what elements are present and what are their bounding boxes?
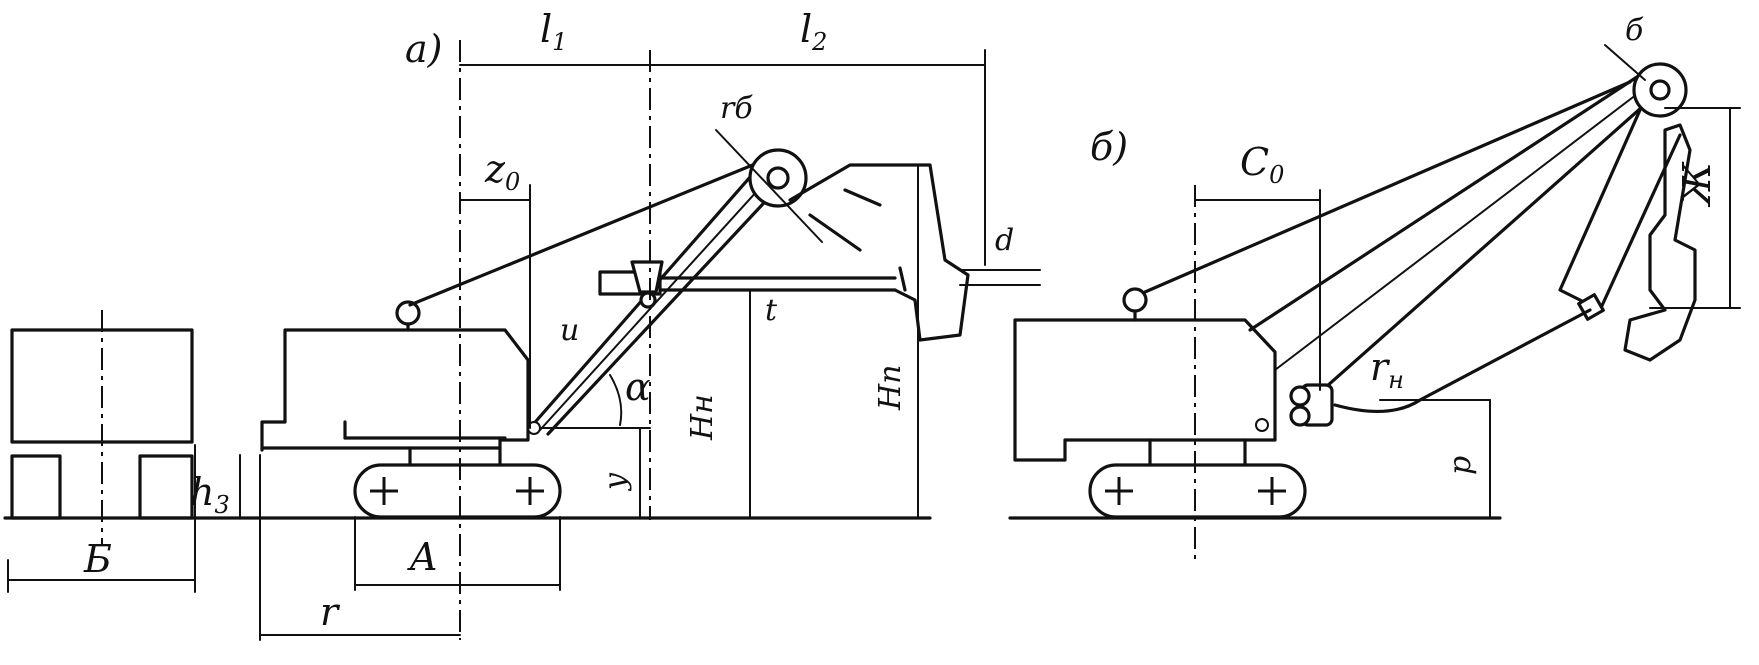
excavator-b-body [1013,287,1277,462]
label-h-p: Hп [873,365,908,411]
dump-truck [10,310,194,545]
label-a: A [407,535,437,579]
label-alpha: α [625,365,651,409]
label-t: t [765,293,778,328]
dimension-b: Б [7,444,196,593]
label-h3: h3 [190,470,230,519]
label-l1: l1 [540,7,567,56]
label-h-n: Hн [685,394,720,441]
dipper-b [1333,108,1697,413]
label-u: u [560,313,579,348]
label-c0: C0 [1240,140,1284,189]
boom-a [408,129,823,436]
label-r: r [320,590,341,634]
crawler-b [1088,438,1307,519]
label-b: Б [83,537,112,581]
panel-a-tag: а) [405,27,442,71]
label-r-b: rб [720,91,753,126]
label-r-n: rн [1370,345,1404,394]
label-b-small: б [1625,13,1644,48]
label-zh: Ж [1675,161,1719,208]
label-y: y [598,472,633,492]
label-z0: z0 [484,147,520,196]
excavator-a-body [260,300,530,452]
label-d: d [995,223,1014,258]
dimensions-b [1194,107,1741,565]
panel-b-tag: б) [1090,125,1128,169]
boom-b [1143,44,1688,427]
crawler-a [353,446,562,519]
dimensions-a [239,40,1041,641]
label-l2: l2 [800,7,827,56]
label-p: p [1443,456,1478,475]
